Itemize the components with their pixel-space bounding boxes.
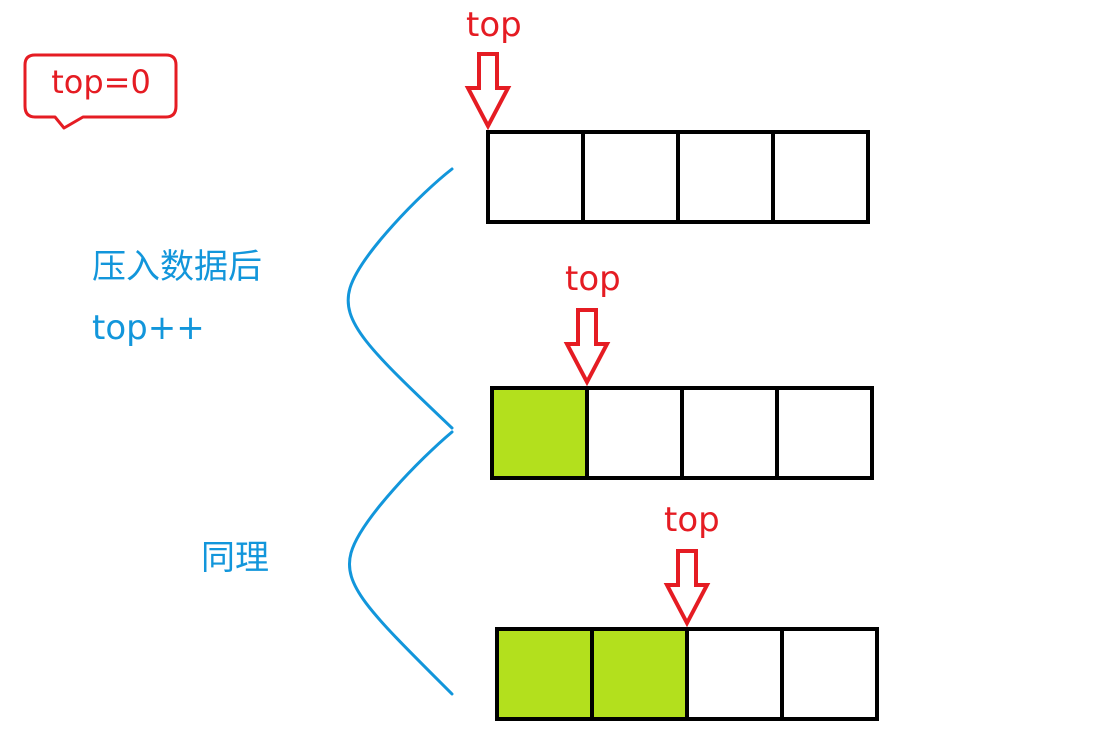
- filled-cell-3-1: [495, 627, 594, 721]
- filled-cell-3-2: [590, 627, 689, 721]
- stacks-layer: [486, 130, 879, 721]
- stack-3: [495, 627, 879, 721]
- push-annotation-line1: 压入数据后: [92, 247, 262, 287]
- empty-cell-2-2: [585, 386, 684, 480]
- empty-cell-1-4: [771, 130, 870, 224]
- brace-lower: [348, 430, 454, 696]
- initial-top-label: top=0: [51, 63, 151, 101]
- empty-cell-2-4: [775, 386, 874, 480]
- empty-cell-3-3: [685, 627, 784, 721]
- same-logic-annotation: 同理: [201, 538, 269, 578]
- speech-bubble: [23, 53, 178, 130]
- brace-upper: [346, 167, 454, 430]
- filled-cell-2-1: [490, 386, 589, 480]
- empty-cell-3-4: [780, 627, 879, 721]
- top-pointer-arrow-icon-2: [563, 308, 611, 387]
- top-pointer-label-1: top: [466, 5, 522, 45]
- top-pointer-label-2: top: [565, 259, 621, 299]
- stack-1: [486, 130, 870, 224]
- empty-cell-1-3: [676, 130, 775, 224]
- top-pointer-arrow-icon-3: [663, 549, 711, 628]
- stack-2: [490, 386, 874, 480]
- empty-cell-1-2: [581, 130, 680, 224]
- top-pointer-label-3: top: [664, 500, 720, 540]
- empty-cell-1-1: [486, 130, 585, 224]
- arrows-layer: [464, 52, 711, 628]
- empty-cell-2-3: [680, 386, 779, 480]
- push-annotation-line2: top++: [92, 308, 205, 348]
- top-pointer-arrow-icon-1: [464, 52, 512, 131]
